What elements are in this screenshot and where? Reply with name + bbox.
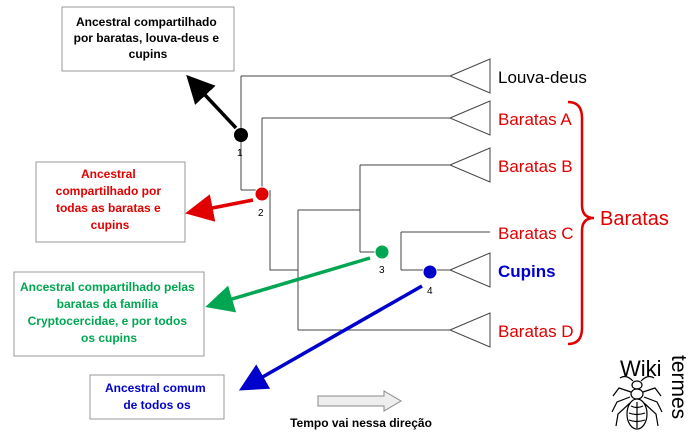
callout-node1-line3: cupins	[129, 47, 168, 61]
arrow-node3	[205, 256, 371, 313]
callout-node2-line3: todas as baratas e	[56, 201, 161, 215]
label-baratas-group: Baratas	[600, 208, 669, 230]
label-baratas-a: Baratas A	[498, 110, 572, 129]
node-1-marker	[234, 128, 248, 142]
callout-node3-box	[13, 271, 205, 357]
node-2-marker	[254, 186, 270, 202]
callout-node1: Ancestral compartilhado por baratas, lou…	[61, 6, 235, 72]
callout-node3: Ancestral compartilhado pelas baratas da…	[13, 271, 205, 357]
callout-node3-line1: Ancestral compartilhado pelas	[20, 280, 195, 294]
callout-node3-line3: Cryptocercidae, e por todos	[28, 314, 188, 328]
label-louva-deus: Louva-deus	[498, 68, 587, 87]
callout-node4-line1: Ancestral comum	[105, 381, 206, 395]
callout-node2-line1: Ancestral	[81, 167, 136, 181]
triangle-baratas-b	[448, 147, 491, 183]
callout-node1-line1: Ancestral compartilhado	[76, 15, 217, 29]
node-4-number: 4	[427, 286, 433, 297]
node-4-marker	[422, 264, 438, 280]
callout-node3-line4: os cupins	[81, 331, 137, 345]
wikitermes-logo: Wiki termes	[611, 355, 690, 430]
node-2-number: 2	[258, 208, 264, 219]
callout-node2-line2: compartilhado por	[56, 184, 162, 198]
callout-node4-box	[89, 374, 225, 420]
callout-node1-line2: por baratas, louva-deus e	[74, 31, 220, 45]
label-baratas-b: Baratas B	[498, 157, 573, 176]
callout-node3-line2: baratas da família	[57, 297, 159, 311]
time-arrow-icon	[317, 390, 402, 412]
triangle-baratas-a	[448, 100, 491, 136]
node-markers	[234, 128, 438, 280]
triangle-louva-deus	[448, 58, 491, 94]
node-3-number: 3	[379, 265, 385, 276]
triangle-baratas-d	[448, 312, 491, 348]
label-cupins: Cupins	[498, 262, 556, 281]
label-baratas-d: Baratas D	[498, 322, 574, 341]
callout-node2-text: Ancestral compartilhado por todas as bar…	[56, 167, 165, 232]
node-3-marker	[374, 244, 390, 260]
callout-node3-text: Ancestral compartilhado pelas baratas da…	[20, 280, 198, 345]
termite-icon	[611, 375, 663, 430]
branch-node2-lower	[269, 190, 298, 271]
callout-node4-line2: de todos os	[123, 398, 191, 412]
arrow-node4	[238, 284, 423, 391]
callout-node4-text: Ancestral comum de todos os	[105, 381, 209, 412]
time-direction: Tempo vai nessa direção	[290, 390, 432, 430]
arrow-node1	[186, 74, 238, 130]
triangle-cupins	[448, 252, 491, 288]
callout-node1-box	[61, 6, 235, 72]
callout-node2-line4: cupins	[91, 218, 130, 232]
time-label: Tempo vai nessa direção	[290, 416, 432, 430]
callout-node2-box	[35, 161, 186, 243]
clade-triangles	[448, 58, 491, 348]
node-1-number: 1	[237, 148, 243, 159]
logo-termes-text: termes	[667, 355, 690, 419]
arrow-node2	[185, 194, 254, 222]
callout-node1-text: Ancestral compartilhado por baratas, lou…	[74, 15, 223, 61]
baratas-bracket	[567, 100, 595, 346]
callout-node4: Ancestral comum de todos os	[89, 374, 225, 420]
label-baratas-c: Baratas C	[498, 224, 574, 243]
tree-branches	[240, 75, 490, 331]
callout-node2: Ancestral compartilhado por todas as bar…	[35, 161, 186, 243]
